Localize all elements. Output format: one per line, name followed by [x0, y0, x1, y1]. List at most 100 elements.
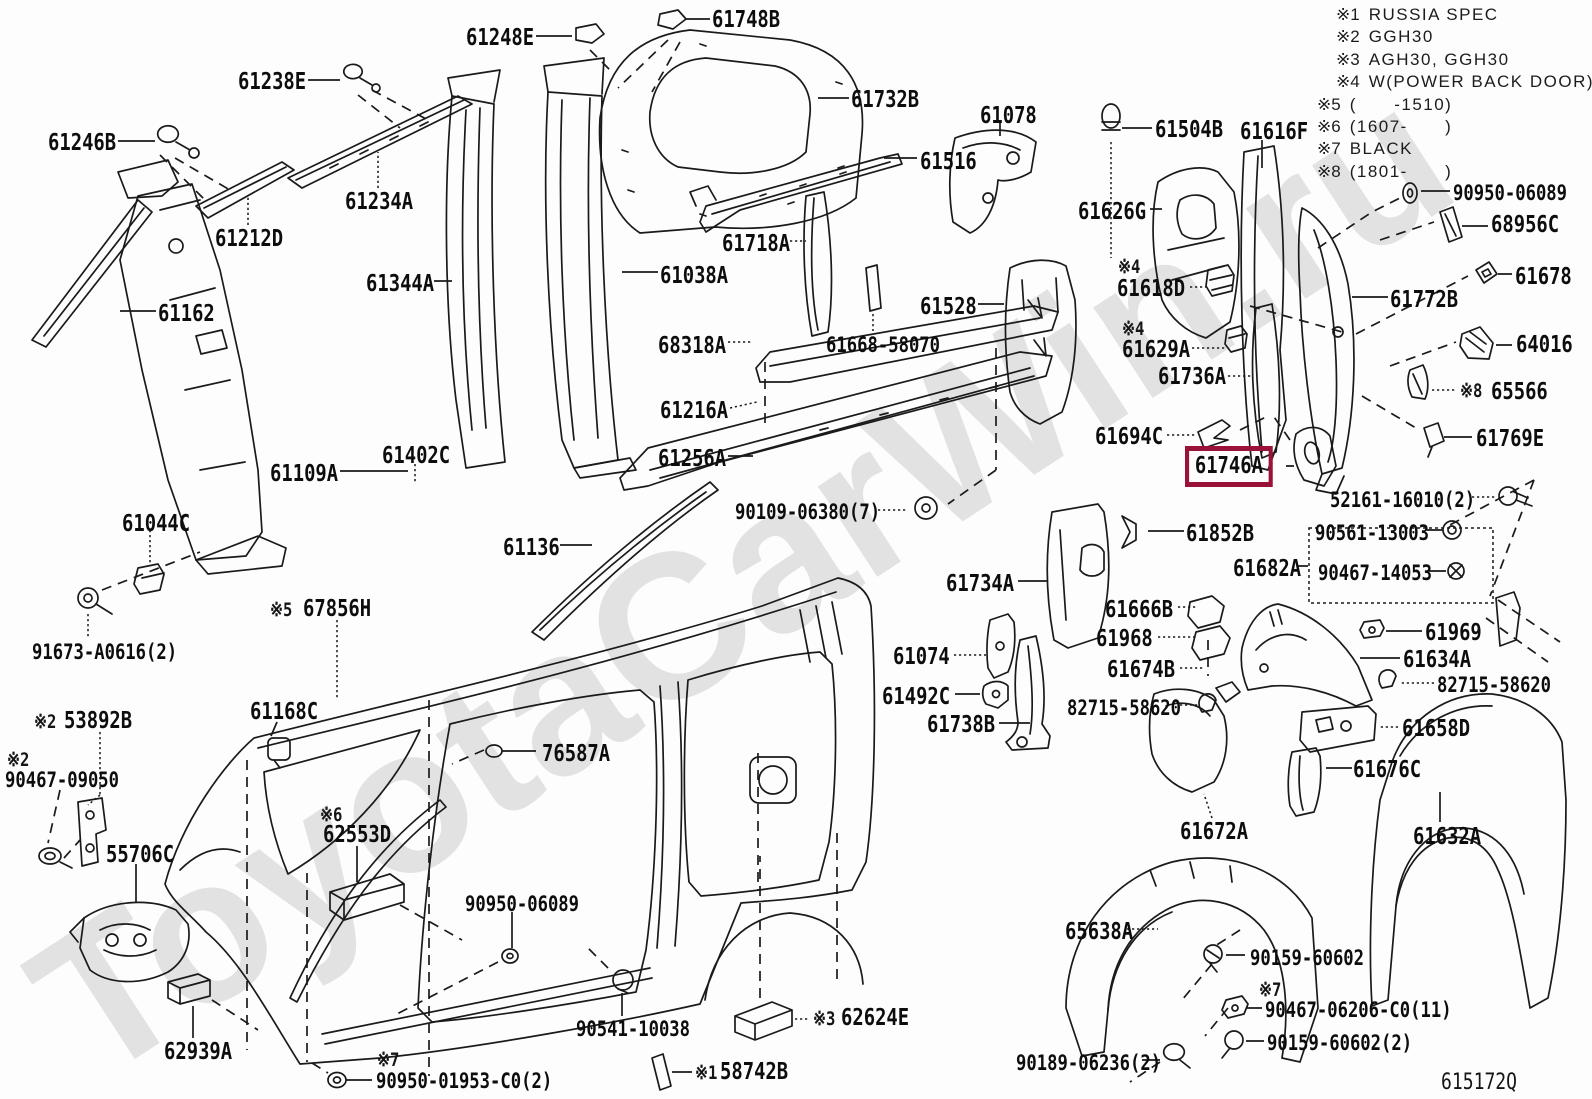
- part-label-90467-14053[interactable]: 90467-14053: [1318, 561, 1433, 585]
- legend-text: GGH30: [1368, 27, 1434, 47]
- part-label-61694C[interactable]: 61694C: [1095, 424, 1164, 450]
- part-label-61344A[interactable]: 61344A: [366, 271, 435, 297]
- part-label-61626G[interactable]: 61626G: [1078, 199, 1147, 225]
- part-label-62939A[interactable]: 62939A: [164, 1039, 233, 1065]
- part-label-68956C[interactable]: 68956C: [1491, 212, 1560, 238]
- part-label-61256A[interactable]: 61256A: [658, 446, 727, 472]
- part-label-61748B[interactable]: 61748B: [712, 7, 781, 33]
- footnote-mark-※5: ※5: [270, 599, 293, 621]
- part-label-61516[interactable]: 61516: [920, 149, 977, 175]
- legend-item-※8: ※8(1801- ): [1317, 163, 1452, 180]
- part-label-61732B[interactable]: 61732B: [851, 87, 920, 113]
- part-label-61528[interactable]: 61528: [920, 294, 977, 320]
- part-label-61212D[interactable]: 61212D: [215, 226, 284, 252]
- part-label-61632A[interactable]: 61632A: [1413, 824, 1482, 850]
- part-label-90189-06236(2)[interactable]: 90189-06236(2): [1016, 1051, 1162, 1075]
- part-label-61969[interactable]: 61969: [1425, 620, 1482, 646]
- legend-mark: ※7: [1317, 139, 1341, 159]
- part-label-61682A[interactable]: 61682A: [1233, 556, 1302, 582]
- part-label-61968[interactable]: 61968: [1096, 626, 1153, 652]
- part-label-61666B[interactable]: 61666B: [1105, 597, 1174, 623]
- part-label-61248E[interactable]: 61248E: [466, 25, 535, 51]
- part-label-82715-58620[interactable]: 82715-58620: [1067, 696, 1182, 720]
- part-label-61658D[interactable]: 61658D: [1402, 716, 1471, 742]
- part-label-90159-60602(2)[interactable]: 90159-60602(2): [1267, 1031, 1413, 1055]
- legend-item-※5: ※5 ( -1510): [1317, 96, 1452, 113]
- part-label-61168C[interactable]: 61168C: [250, 699, 319, 725]
- part-label-90950-06089[interactable]: 90950-06089: [465, 892, 580, 916]
- part-label-90561-13003[interactable]: 90561-13003: [1315, 521, 1430, 545]
- part-label-82715-58620[interactable]: 82715-58620: [1437, 673, 1552, 697]
- part-label-90109-06380(7)[interactable]: 90109-06380(7): [735, 500, 881, 524]
- part-label-61674B[interactable]: 61674B: [1107, 657, 1176, 683]
- part-label-61668-58070[interactable]: 61668-58070: [826, 333, 941, 357]
- part-label-65638A[interactable]: 65638A: [1065, 919, 1134, 945]
- part-label-61492C[interactable]: 61492C: [882, 684, 951, 710]
- part-label-90467-09050[interactable]: 90467-09050: [5, 768, 120, 792]
- part-label-61718A[interactable]: 61718A: [722, 231, 791, 257]
- legend-item-※1: ※1 RUSSIA SPEC: [1336, 6, 1499, 23]
- part-label-52161-16010(2)[interactable]: 52161-16010(2): [1330, 488, 1476, 512]
- part-label-61734A[interactable]: 61734A: [946, 571, 1015, 597]
- footnote-mark-※2: ※2: [7, 749, 30, 771]
- part-label-61738B[interactable]: 61738B: [927, 712, 996, 738]
- part-label-67856H[interactable]: 67856H: [303, 596, 372, 622]
- part-label-61136[interactable]: 61136: [503, 535, 560, 561]
- part-label-61109A[interactable]: 61109A: [270, 461, 339, 487]
- part-label-61246B[interactable]: 61246B: [48, 130, 117, 156]
- part-label-61616F[interactable]: 61616F: [1240, 119, 1309, 145]
- legend-mark: ※6: [1317, 117, 1341, 136]
- legend-mark: ※1: [1336, 5, 1360, 24]
- part-label-64016[interactable]: 64016: [1516, 332, 1573, 358]
- part-label-61074[interactable]: 61074: [893, 644, 950, 670]
- part-label-61746A[interactable]: 61746A: [1185, 446, 1273, 488]
- part-label-76587A[interactable]: 76587A: [542, 741, 611, 767]
- part-label-62624E[interactable]: 62624E: [841, 1005, 910, 1031]
- footnote-mark-※3: ※3: [813, 1008, 836, 1030]
- part-label-61736A[interactable]: 61736A: [1158, 364, 1227, 390]
- part-label-90950-01953-C0(2)[interactable]: 90950-01953-C0(2): [376, 1069, 553, 1093]
- part-label-61402C[interactable]: 61402C: [382, 443, 451, 469]
- footnote-mark-※2: ※2: [34, 711, 57, 733]
- part-label-61678[interactable]: 61678: [1515, 264, 1572, 290]
- part-label-53892B[interactable]: 53892B: [64, 708, 133, 734]
- part-label-55706C[interactable]: 55706C: [106, 842, 175, 868]
- part-label-90159-60602[interactable]: 90159-60602: [1250, 946, 1365, 970]
- part-label-61676C[interactable]: 61676C: [1353, 757, 1422, 783]
- part-label-61044C[interactable]: 61044C: [122, 511, 191, 537]
- part-label-61772B[interactable]: 61772B: [1390, 287, 1459, 313]
- legend-text: AGH30, GGH30: [1368, 49, 1510, 69]
- legend-text: RUSSIA SPEC: [1368, 5, 1499, 24]
- part-label-61238E[interactable]: 61238E: [238, 69, 307, 95]
- part-label-61078[interactable]: 61078: [980, 103, 1037, 129]
- footnote-mark-※4: ※4: [1118, 256, 1141, 278]
- part-label-90950-06089[interactable]: 90950-06089: [1453, 181, 1568, 205]
- part-label-61162[interactable]: 61162: [158, 301, 215, 327]
- part-label-61038A[interactable]: 61038A: [660, 263, 729, 289]
- part-label-68318A[interactable]: 68318A: [658, 333, 727, 359]
- part-label-61634A[interactable]: 61634A: [1403, 647, 1472, 673]
- part-label-61629A[interactable]: 61629A: [1122, 337, 1191, 363]
- part-label-61618D[interactable]: 61618D: [1117, 276, 1186, 302]
- part-label-91673-A0616(2)[interactable]: 91673-A0616(2): [32, 640, 178, 664]
- part-label-61672A[interactable]: 61672A: [1180, 819, 1249, 845]
- part-label-90541-10038[interactable]: 90541-10038: [576, 1017, 691, 1041]
- legend-text: ( -1510): [1349, 94, 1453, 114]
- part-label-65566[interactable]: 65566: [1491, 379, 1548, 405]
- legend-mark: ※8: [1317, 161, 1341, 181]
- footnote-mark-※7: ※7: [377, 1049, 400, 1071]
- part-label-90467-06206-C0(11)[interactable]: 90467-06206-C0(11): [1265, 998, 1452, 1022]
- legend-mark: ※5: [1317, 94, 1341, 114]
- footnote-mark-※6: ※6: [320, 804, 343, 826]
- part-label-61769E[interactable]: 61769E: [1476, 426, 1545, 452]
- part-label-58742B[interactable]: 58742B: [720, 1059, 789, 1085]
- part-label-61234A[interactable]: 61234A: [345, 189, 414, 215]
- part-label-61504B[interactable]: 61504B: [1155, 117, 1224, 143]
- part-label-62553D[interactable]: 62553D: [323, 822, 392, 848]
- part-label-61852B[interactable]: 61852B: [1186, 521, 1255, 547]
- part-label-61216A[interactable]: 61216A: [660, 398, 729, 424]
